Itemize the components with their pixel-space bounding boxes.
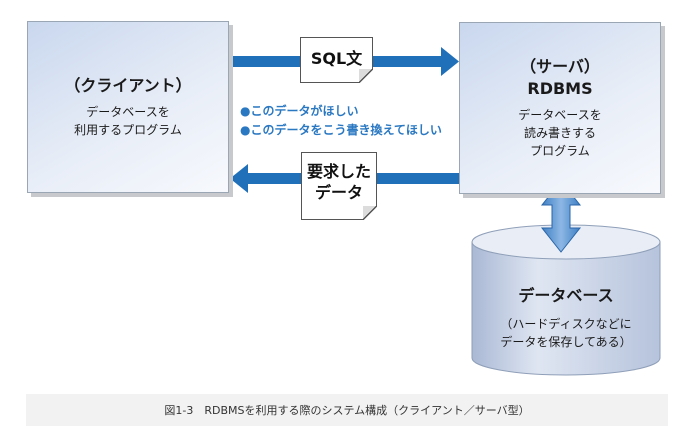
client-desc-line1: データベースを [86,105,170,119]
figure-caption-text: 図1-3 RDBMSを利用する際のシステム構成（クライアント／サーバ型） [164,404,530,417]
server-title-line1: （サーバ） [520,57,600,76]
server-desc-line3: プログラム [530,144,590,158]
server-box: （サーバ） RDBMS データベースを 読み書きする プログラム [459,22,661,194]
server-title-line2: RDBMS [527,79,593,98]
response-arrow [230,164,459,193]
database-label: データベース （ハードディスクなどに データを保存してある） [472,285,660,351]
request-list: ●このデータがほしい ●このデータをこう書き換えてほしい [240,102,442,140]
client-title: （クライアント） [64,76,192,95]
figure-caption: 図1-3 RDBMSを利用する際のシステム構成（クライアント／サーバ型） [26,394,668,426]
client-box: （クライアント） データベースを 利用するプログラム [27,21,229,193]
database-title: データベース [518,286,614,305]
database-sub-line1: （ハードディスクなどに [500,317,632,331]
response-note-line2: データ [314,183,363,202]
request-item: ●このデータがほしい [240,104,359,118]
sql-note-label: SQL文 [310,49,363,68]
server-database-arrow [540,180,582,253]
server-desc-line2: 読み書きする [523,126,596,140]
response-note-line1: 要求した [306,162,371,181]
database-sub-line2: データを保存してある） [500,335,632,349]
response-note: 要求した データ [301,152,377,220]
request-arrow [230,47,459,76]
sql-note: SQL文 [300,37,373,83]
client-desc-line2: 利用するプログラム [74,123,182,137]
request-item: ●このデータをこう書き換えてほしい [240,123,442,137]
server-desc-line1: データベースを [518,108,602,122]
